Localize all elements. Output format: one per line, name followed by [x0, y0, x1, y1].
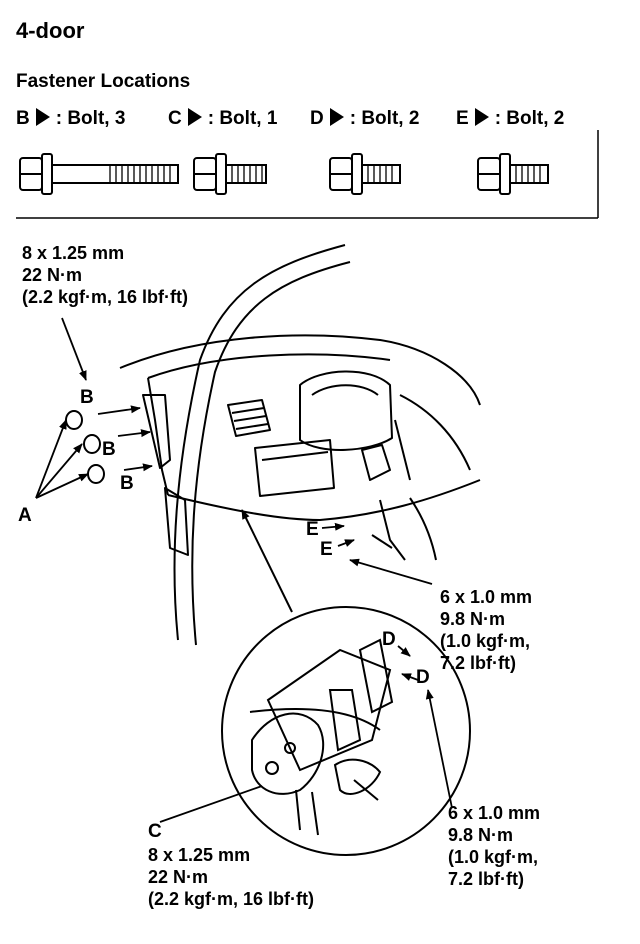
callout-e: E — [320, 539, 333, 560]
leader-lines — [35, 317, 453, 823]
fastener-locations-heading: Fastener Locations — [16, 71, 191, 92]
fastener-legend-c: C : Bolt, 1 — [168, 108, 277, 128]
fastener-letter-e: E — [456, 108, 469, 129]
torque-line: 8 x 1.25 mm — [148, 845, 251, 865]
torque-line: 7.2 lbf·ft) — [448, 869, 524, 889]
bolt-c-icon — [193, 153, 267, 195]
callout-c: C — [148, 821, 162, 842]
torque-line: (1.0 kgf·m, — [440, 631, 531, 651]
fastener-desc-d: : Bolt, 2 — [349, 108, 420, 129]
torque-line: 22 N·m — [22, 265, 83, 285]
dashboard-outline — [119, 244, 481, 646]
callout-d: D — [416, 667, 430, 688]
callout-e: E — [306, 519, 319, 540]
torque-line: 9.8 N·m — [440, 609, 506, 629]
bolt-d-icon — [329, 153, 401, 195]
torque-line: 22 N·m — [148, 867, 209, 887]
callout-b: B — [102, 439, 116, 460]
torque-line: 8 x 1.25 mm — [22, 243, 125, 263]
pointer-triangle-icon — [35, 108, 50, 126]
torque-spec-b-bolts: 8 x 1.25 mm 22 N·m (2.2 kgf·m, 16 lbf·ft… — [22, 242, 188, 308]
bolt-e-icon — [477, 153, 549, 195]
pointer-triangle-icon — [187, 108, 202, 126]
detail-inset — [221, 509, 471, 856]
pointer-triangle-icon — [474, 108, 489, 126]
fastener-desc-e: : Bolt, 2 — [494, 108, 565, 129]
torque-line: 7.2 lbf·ft) — [440, 653, 516, 673]
torque-spec-c-bolt: 8 x 1.25 mm 22 N·m (2.2 kgf·m, 16 lbf·ft… — [148, 844, 314, 910]
fastener-desc-b: : Bolt, 3 — [55, 108, 126, 129]
torque-line: (2.2 kgf·m, 16 lbf·ft) — [22, 287, 189, 307]
pointer-triangle-icon — [329, 108, 344, 126]
torque-line: 6 x 1.0 mm — [448, 803, 541, 823]
torque-line: (1.0 kgf·m, — [448, 847, 539, 867]
callout-b: B — [120, 473, 134, 494]
fastener-legend-b: B : Bolt, 3 — [16, 108, 125, 128]
torque-line: 9.8 N·m — [448, 825, 514, 845]
fastener-desc-c: : Bolt, 1 — [207, 108, 278, 129]
torque-line: (2.2 kgf·m, 16 lbf·ft) — [148, 889, 315, 909]
callout-a: A — [18, 505, 32, 526]
callout-d: D — [382, 629, 396, 650]
fastener-letter-b: B — [16, 108, 30, 129]
bolt-caps — [65, 410, 105, 484]
fastener-legend-e: E : Bolt, 2 — [456, 108, 564, 128]
callout-b: B — [80, 387, 94, 408]
torque-spec-e-bolts: 6 x 1.0 mm 9.8 N·m (1.0 kgf·m, 7.2 lbf·f… — [440, 586, 532, 674]
fastener-letter-d: D — [310, 108, 324, 129]
torque-line: 6 x 1.0 mm — [440, 587, 533, 607]
fastener-box-border — [16, 130, 599, 219]
page-title: 4-door — [16, 18, 85, 43]
bolt-b-icon — [19, 153, 179, 195]
fastener-letter-c: C — [168, 108, 182, 129]
fastener-legend-d: D : Bolt, 2 — [310, 108, 419, 128]
torque-spec-d-bolts: 6 x 1.0 mm 9.8 N·m (1.0 kgf·m, 7.2 lbf·f… — [448, 802, 540, 890]
